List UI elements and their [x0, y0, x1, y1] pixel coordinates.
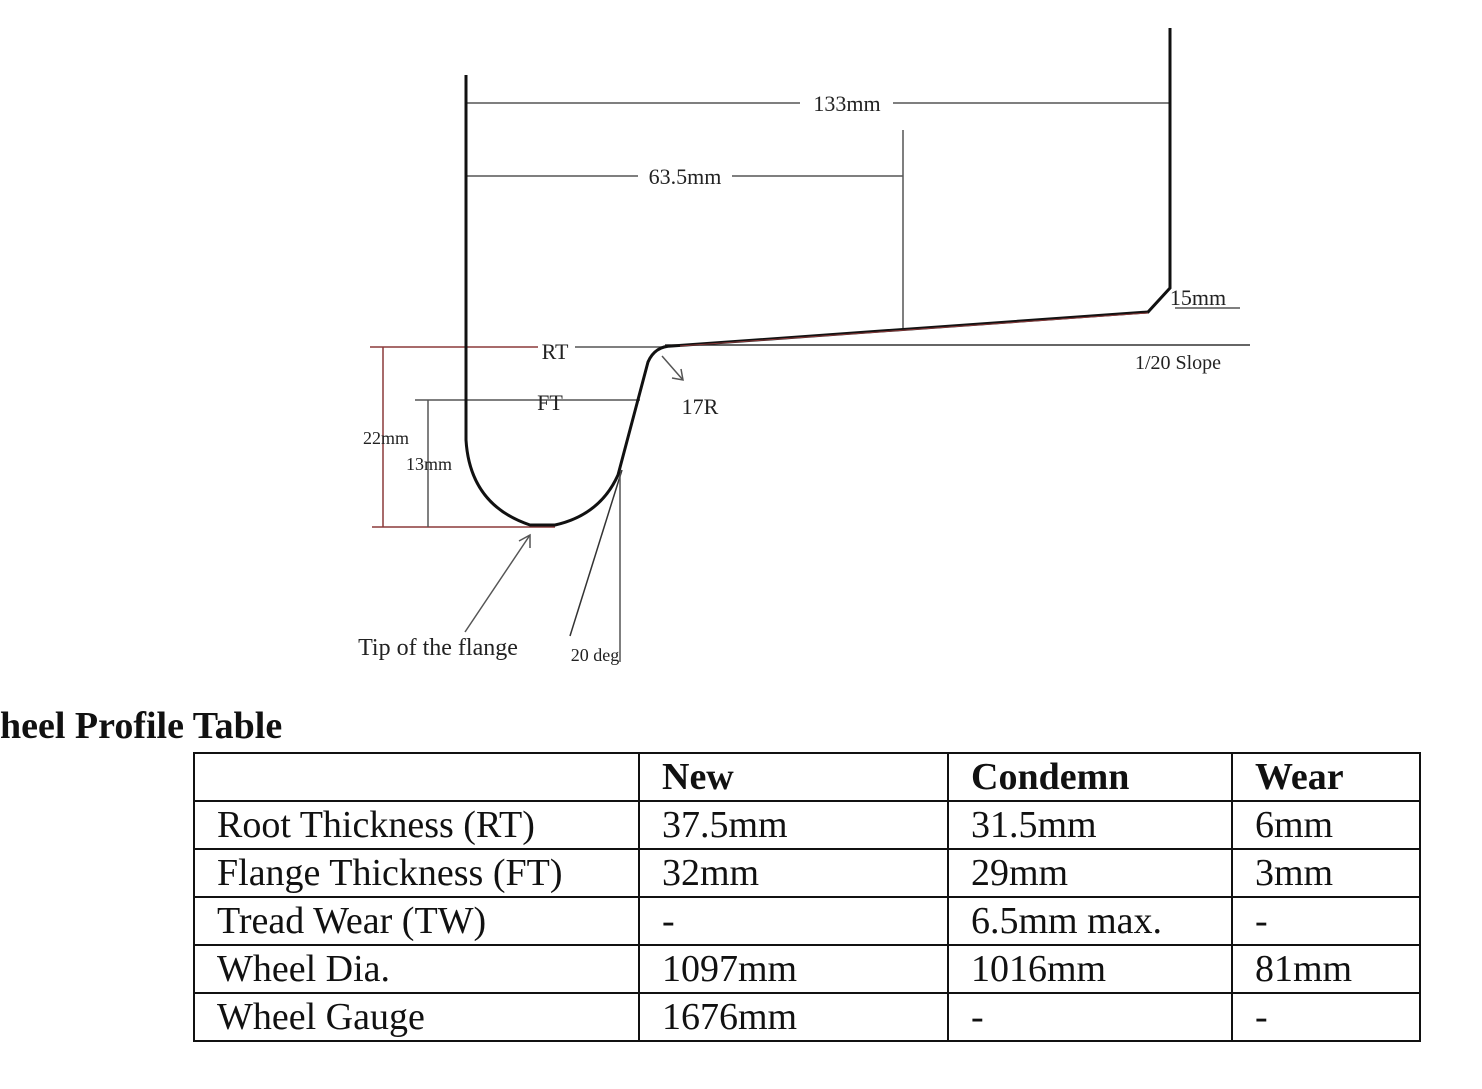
label-22mm: 22mm: [363, 428, 409, 448]
radius-arrowhead: [671, 368, 684, 381]
label-63-5mm: 63.5mm: [649, 164, 722, 189]
label-slope: 1/20 Slope: [1135, 352, 1221, 374]
table-cell: 31.5mm: [947, 800, 1233, 850]
header-cell: New: [638, 752, 949, 802]
wheel-profile-outline: [464, 28, 1172, 527]
table-cell: -: [638, 896, 949, 946]
table-cell: -: [1231, 992, 1421, 1042]
table-cell: 37.5mm: [638, 800, 949, 850]
label-15mm: 15mm: [1170, 285, 1226, 310]
table-cell: Wheel Gauge: [193, 992, 640, 1042]
label-133mm: 133mm: [813, 91, 880, 116]
radius-arrow: [661, 355, 684, 381]
table-cell: 6.5mm max.: [947, 896, 1233, 946]
table-cell: Wheel Dia.: [193, 944, 640, 994]
table-cell: 1676mm: [638, 992, 949, 1042]
header-cell: Wear: [1231, 752, 1421, 802]
table-row: Root Thickness (RT) 37.5mm 31.5mm 6mm: [193, 800, 1421, 850]
header-cell: Condemn: [947, 752, 1233, 802]
label-ft: FT: [537, 390, 563, 415]
table-row: Wheel Gauge 1676mm - -: [193, 992, 1421, 1042]
label-17r: 17R: [682, 394, 719, 419]
table-cell: -: [1231, 896, 1421, 946]
tip-arrowhead: [518, 533, 531, 548]
table-cell: 1016mm: [947, 944, 1233, 994]
tread-highlight: [679, 312, 1149, 347]
table-cell: 81mm: [1231, 944, 1421, 994]
header-cell: [193, 752, 640, 802]
angle-line: [569, 469, 623, 637]
table-cell: Flange Thickness (FT): [193, 848, 640, 898]
label-13mm: 13mm: [406, 454, 452, 474]
label-rt: RT: [542, 339, 569, 364]
table-cell: Tread Wear (TW): [193, 896, 640, 946]
table-row: Tread Wear (TW) - 6.5mm max. -: [193, 896, 1421, 946]
wheel-profile-table: New Condemn Wear Root Thickness (RT) 37.…: [193, 752, 1421, 1042]
label-20-deg: 20 deg: [571, 645, 620, 665]
table-row: Wheel Dia. 1097mm 1016mm 81mm: [193, 944, 1421, 994]
table-cell: -: [947, 992, 1233, 1042]
wheel-profile-diagram: 133mm 63.5mm RT FT 22mm 13mm 17R 15mm 1/…: [358, 28, 1250, 665]
table-row: Flange Thickness (FT) 32mm 29mm 3mm: [193, 848, 1421, 898]
tip-arrow: [464, 534, 531, 633]
section-title: heel Profile Table: [0, 705, 283, 747]
table-cell: 3mm: [1231, 848, 1421, 898]
table-cell: 29mm: [947, 848, 1233, 898]
table-header-row: New Condemn Wear: [193, 752, 1421, 802]
table-cell: 6mm: [1231, 800, 1421, 850]
table-cell: 32mm: [638, 848, 949, 898]
table-cell: 1097mm: [638, 944, 949, 994]
table-cell: Root Thickness (RT): [193, 800, 640, 850]
label-tip-of-flange: Tip of the flange: [358, 635, 518, 661]
